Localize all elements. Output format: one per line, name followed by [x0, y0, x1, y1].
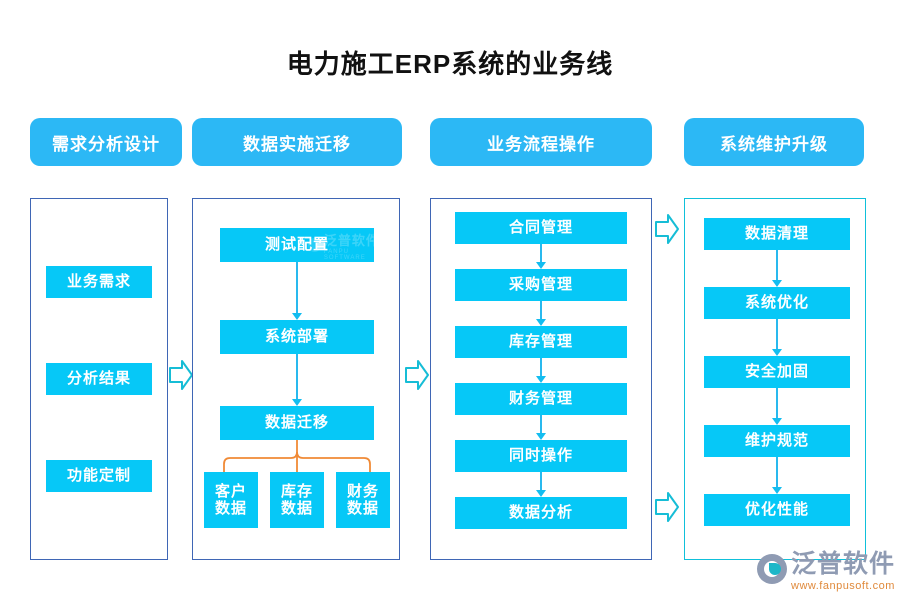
- connector-c4-4: [704, 457, 850, 494]
- header-pill-1[interactable]: 数据实施迁移: [192, 118, 402, 166]
- node-label: 测试配置: [264, 235, 329, 253]
- node-maintenance-spec[interactable]: 维护规范: [704, 425, 850, 457]
- node-concurrent-ops[interactable]: 同时操作: [455, 440, 627, 472]
- node-label: 分析结果: [66, 369, 131, 387]
- connector-c3-2: [455, 301, 627, 326]
- node-finance-data[interactable]: 财务 数据: [336, 472, 390, 528]
- header-pill-3[interactable]: 系统维护升级: [684, 118, 864, 166]
- node-system-optimize[interactable]: 系统优化: [704, 287, 850, 319]
- node-label: 合同管理: [508, 218, 573, 236]
- node-label: 数据迁移: [264, 413, 329, 431]
- logo-brand: 泛普软件: [791, 550, 896, 578]
- node-label: 业务需求: [66, 272, 131, 290]
- branch-connector-orange: [200, 439, 390, 474]
- flow-arrow-col2-col3: [404, 358, 430, 392]
- node-label: 维护规范: [744, 431, 809, 449]
- connector-c3-4: [455, 415, 627, 440]
- connector-c3-3: [455, 358, 627, 383]
- header-pill-label: 业务流程操作: [487, 134, 595, 154]
- node-performance-optimize[interactable]: 优化性能: [704, 494, 850, 526]
- node-label: 功能定制: [66, 466, 131, 484]
- node-label-line2: 数据: [214, 500, 247, 517]
- node-label: 数据分析: [508, 503, 573, 521]
- node-contract-mgmt[interactable]: 合同管理: [455, 212, 627, 244]
- node-data-analysis[interactable]: 数据分析: [455, 497, 627, 529]
- node-label-line1: 财务: [346, 482, 379, 500]
- company-logo: 泛普软件 www.fanpusoft.com: [757, 552, 895, 592]
- node-security-hardening[interactable]: 安全加固: [704, 356, 850, 388]
- node-label: 财务管理: [508, 389, 573, 407]
- node-inventory-mgmt[interactable]: 库存管理: [455, 326, 627, 358]
- connector-deploy-to-migrate: [220, 354, 374, 406]
- node-inventory-data[interactable]: 库存 数据: [270, 472, 324, 528]
- node-data-cleanup[interactable]: 数据清理: [704, 218, 850, 250]
- node-label-line2: 数据: [346, 500, 379, 517]
- node-data-migration[interactable]: 数据迁移: [220, 406, 374, 440]
- node-label: 系统优化: [744, 293, 809, 311]
- node-label: 采购管理: [508, 275, 573, 293]
- header-pill-label: 数据实施迁移: [243, 134, 351, 154]
- node-analysis-result[interactable]: 分析结果: [46, 363, 152, 395]
- flow-arrow-col3-col4-bottom: [654, 490, 680, 524]
- node-label: 同时操作: [508, 446, 573, 464]
- page-title: 电力施工ERP系统的业务线: [286, 49, 614, 79]
- node-label: 库存管理: [508, 332, 573, 350]
- node-function-custom[interactable]: 功能定制: [46, 460, 152, 492]
- node-test-config[interactable]: 测试配置: [220, 228, 374, 262]
- node-label: 优化性能: [744, 500, 809, 518]
- flow-arrow-col1-col2: [168, 358, 194, 392]
- connector-test-to-deploy: [220, 262, 374, 320]
- connector-c4-1: [704, 250, 850, 287]
- header-pill-label: 需求分析设计: [52, 134, 160, 154]
- connector-c4-3: [704, 388, 850, 425]
- node-finance-mgmt[interactable]: 财务管理: [455, 383, 627, 415]
- header-pill-2[interactable]: 业务流程操作: [430, 118, 652, 166]
- node-label: 系统部署: [264, 327, 329, 345]
- node-label-line2: 数据: [280, 500, 313, 517]
- node-purchase-mgmt[interactable]: 采购管理: [455, 269, 627, 301]
- logo-url: www.fanpusoft.com: [791, 580, 895, 592]
- node-system-deploy[interactable]: 系统部署: [220, 320, 374, 354]
- logo-mark-icon: [757, 554, 787, 584]
- node-business-requirement[interactable]: 业务需求: [46, 266, 152, 298]
- node-label-line1: 库存: [280, 482, 313, 500]
- header-pill-label: 系统维护升级: [720, 134, 828, 154]
- node-label: 数据清理: [744, 224, 809, 242]
- node-label: 安全加固: [744, 362, 809, 380]
- connector-c4-2: [704, 319, 850, 356]
- header-pill-0[interactable]: 需求分析设计: [30, 118, 182, 166]
- flow-arrow-col3-col4-top: [654, 212, 680, 246]
- node-label-line1: 客户: [214, 482, 247, 500]
- connector-c3-5: [455, 472, 627, 497]
- node-customer-data[interactable]: 客户 数据: [204, 472, 258, 528]
- connector-c3-1: [455, 244, 627, 269]
